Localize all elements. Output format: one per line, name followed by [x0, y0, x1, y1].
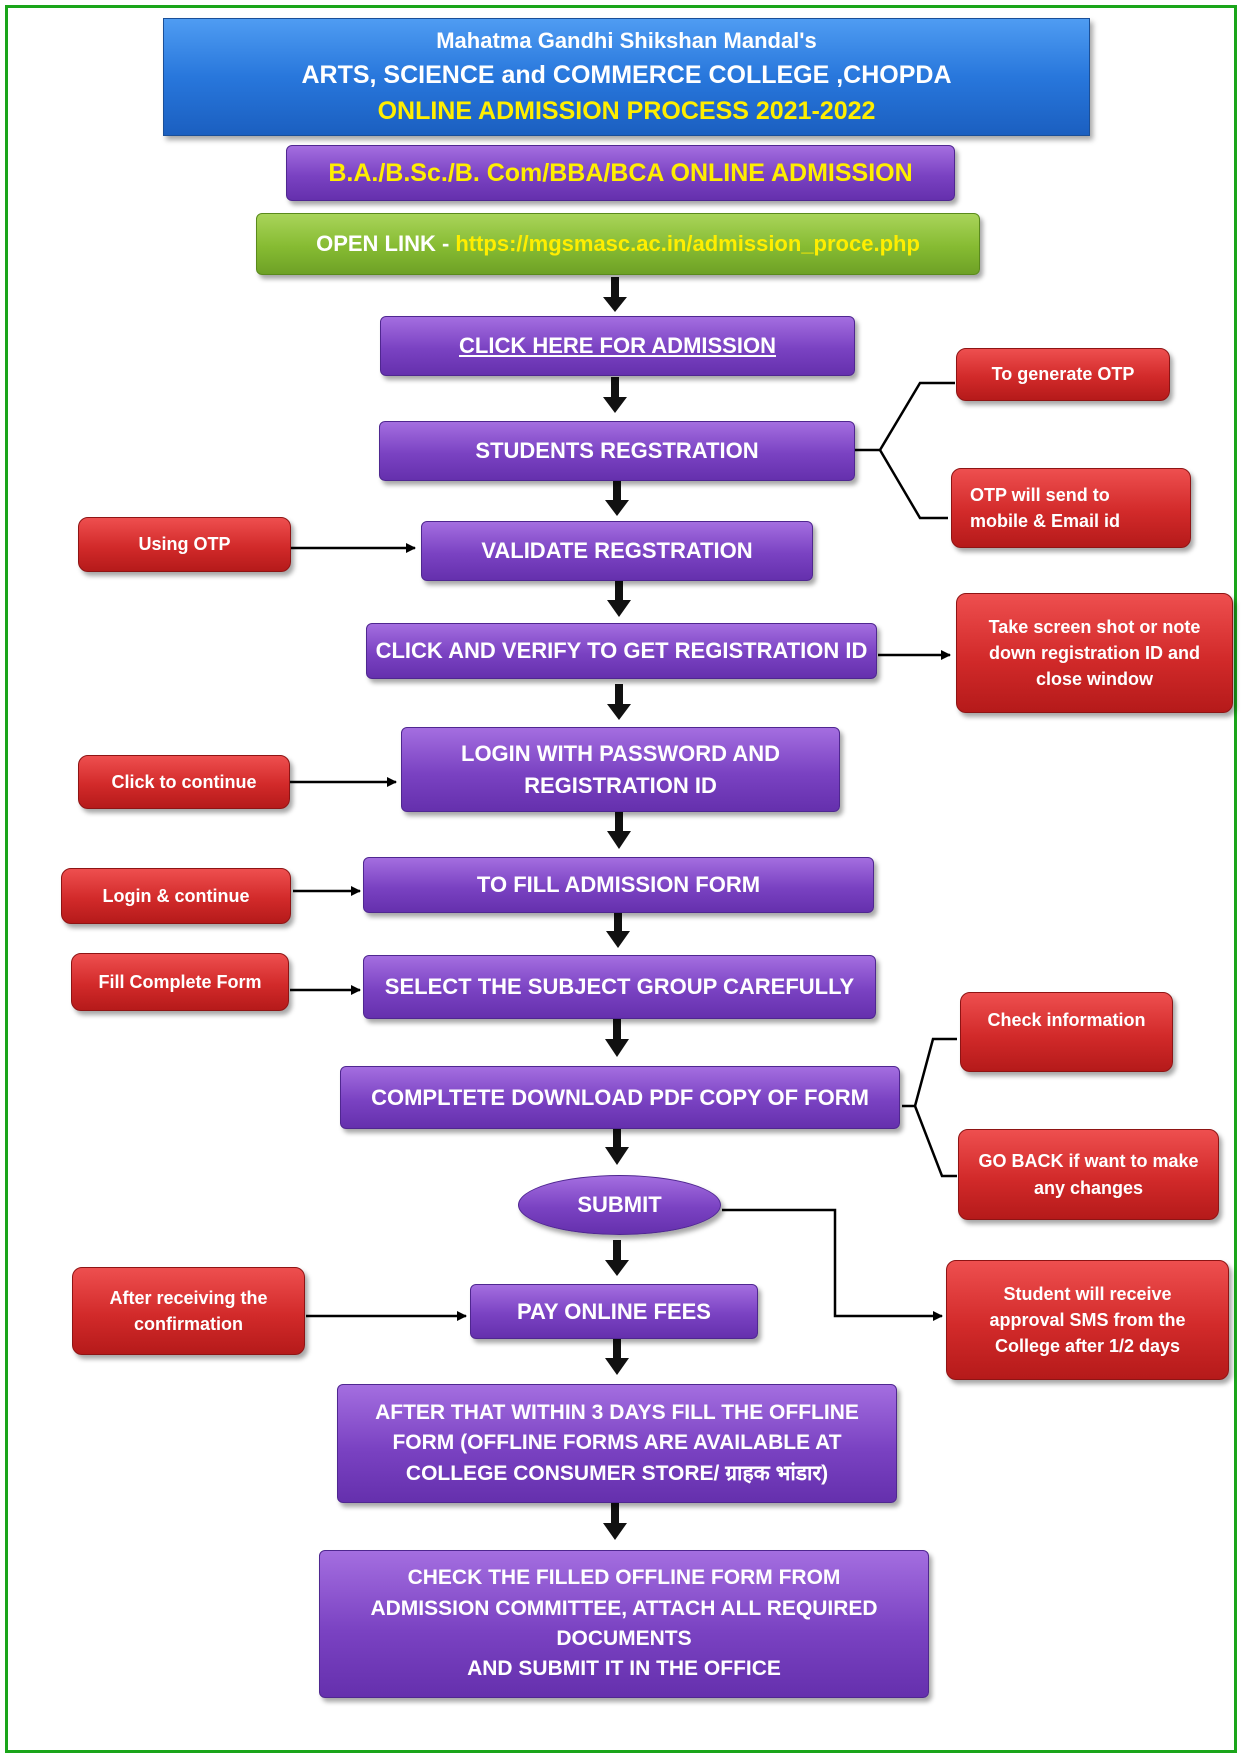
fill-admission-form-step: TO FILL ADMISSION FORM: [363, 857, 874, 913]
submit-step: SUBMIT: [518, 1175, 721, 1235]
click-here-label: CLICK HERE FOR ADMISSION: [459, 333, 776, 359]
down-arrow-4: [607, 580, 631, 617]
note-go-back: GO BACK if want to make any changes: [958, 1129, 1219, 1220]
down-arrow-11: [605, 1338, 629, 1375]
header-line-1: Mahatma Gandhi Shikshan Mandal's: [436, 27, 817, 53]
select-subject-group-step: SELECT THE SUBJECT GROUP CAREFULLY: [363, 955, 876, 1019]
admission-url-link[interactable]: https://mgsmasc.ac.in/admission_proce.ph…: [455, 231, 920, 257]
download-bracket-lower: [913, 1105, 957, 1178]
down-arrow-5: [607, 684, 631, 720]
download-bracket: [902, 1037, 957, 1108]
admission-subtitle: B.A./B.Sc./B. Com/BBA/BCA ONLINE ADMISSI…: [286, 145, 955, 201]
note-using-otp: Using OTP: [78, 517, 291, 572]
submit-to-sms-arrow: [722, 1208, 943, 1321]
down-arrow-12: [603, 1503, 627, 1540]
download-pdf-step: COMPLTETE DOWNLOAD PDF COPY OF FORM: [340, 1066, 900, 1129]
down-arrow-10: [605, 1240, 629, 1276]
note-otp-send: OTP will send to mobile & Email id: [951, 468, 1191, 548]
click-here-admission-button[interactable]: CLICK HERE FOR ADMISSION: [380, 316, 855, 376]
verify-registration-id-step: CLICK AND VERIFY TO GET REGISTRATION ID: [366, 623, 877, 679]
note-generate-otp: To generate OTP: [956, 348, 1170, 401]
note-screenshot: Take screen shot or note down registrati…: [956, 593, 1233, 713]
note-check-information: Check information: [960, 992, 1173, 1072]
open-link-label: OPEN LINK -: [316, 231, 450, 257]
note-login-continue: Login & continue: [61, 868, 291, 924]
note-fill-complete: Fill Complete Form: [71, 953, 289, 1011]
down-arrow-8: [605, 1019, 629, 1057]
note-after-receiving: After receiving the confirmation: [72, 1267, 305, 1355]
validate-registration-step: VALIDATE REGSTRATION: [421, 521, 813, 581]
check-offline-form-step: CHECK THE FILLED OFFLINE FORM FROM ADMIS…: [319, 1550, 929, 1698]
down-arrow-6: [607, 811, 631, 849]
down-arrow-1: [603, 277, 627, 312]
college-header: Mahatma Gandhi Shikshan Mandal's ARTS, S…: [163, 18, 1090, 136]
green-border-frame: [5, 5, 1237, 1753]
header-line-2: ARTS, SCIENCE and COMMERCE COLLEGE ,CHOP…: [301, 60, 952, 89]
pay-online-fees-step: PAY ONLINE FEES: [470, 1284, 758, 1339]
open-link-box: OPEN LINK - https://mgsmasc.ac.in/admiss…: [256, 213, 980, 275]
students-registration-step: STUDENTS REGSTRATION: [379, 421, 855, 481]
offline-form-step: AFTER THAT WITHIN 3 DAYS FILL THE OFFLIN…: [337, 1384, 897, 1503]
login-step: LOGIN WITH PASSWORD AND REGISTRATION ID: [401, 727, 840, 812]
registration-bracket: [855, 381, 955, 452]
note-click-continue: Click to continue: [78, 755, 290, 809]
registration-bracket-lower: [878, 449, 948, 520]
down-arrow-7: [606, 911, 630, 948]
down-arrow-9: [605, 1127, 629, 1165]
down-arrow-3: [605, 480, 629, 516]
header-line-3: ONLINE ADMISSION PROCESS 2021-2022: [377, 96, 876, 125]
note-student-receive-sms: Student will receive approval SMS from t…: [946, 1260, 1229, 1380]
down-arrow-2: [603, 377, 627, 413]
